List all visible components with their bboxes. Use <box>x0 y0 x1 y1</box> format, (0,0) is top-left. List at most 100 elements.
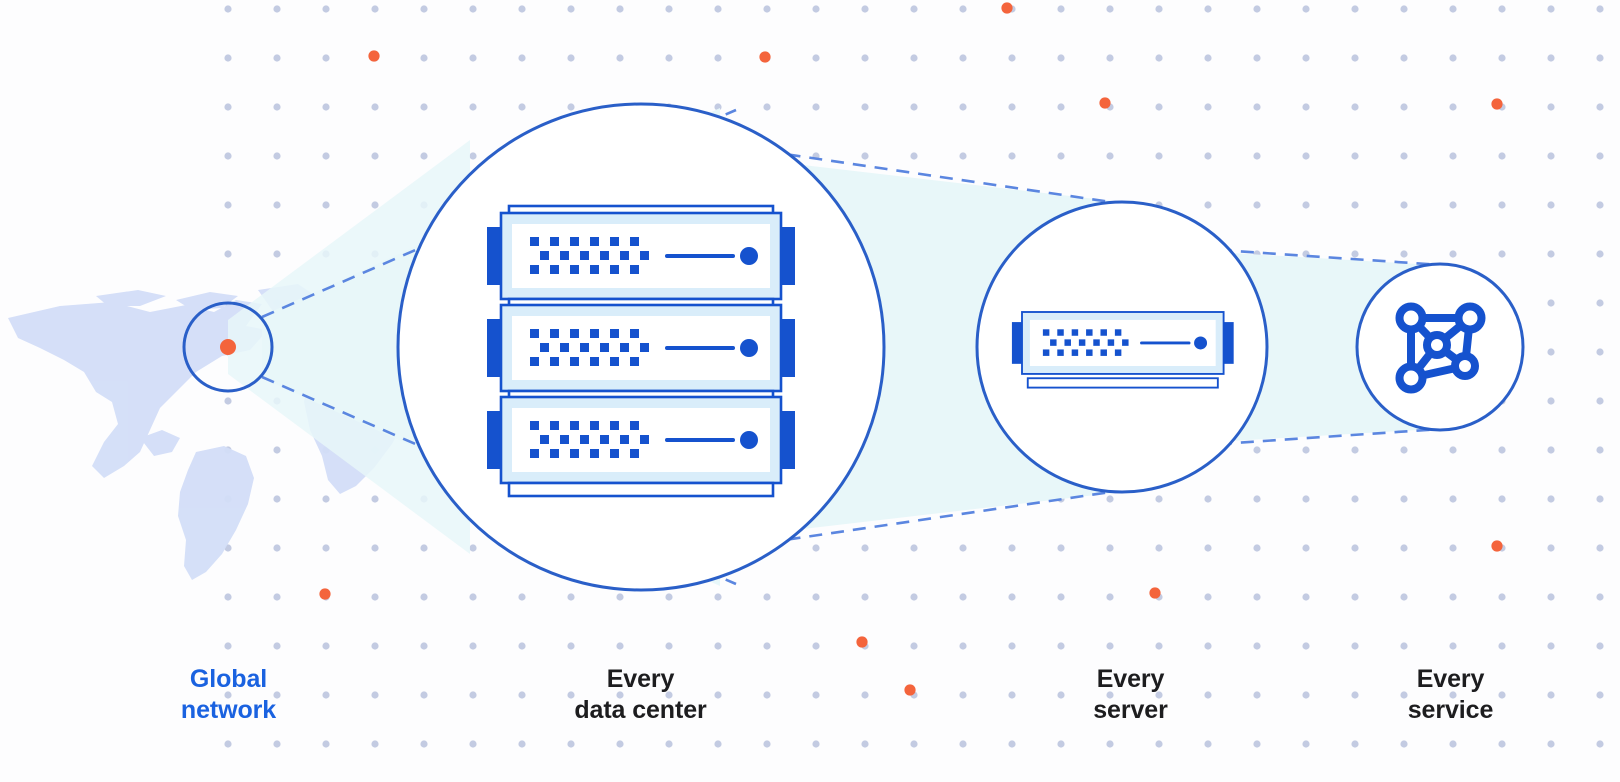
grid-dot <box>910 54 918 62</box>
grid-dot <box>1155 54 1163 62</box>
grid-dot <box>616 5 624 13</box>
grid-dot <box>714 740 722 748</box>
grid-dot <box>1449 103 1457 111</box>
grid-dot <box>616 54 624 62</box>
stage-data-center[interactable] <box>396 102 886 592</box>
grid-dot <box>1106 152 1114 160</box>
grid-dot <box>665 642 673 650</box>
grid-dot <box>1498 740 1506 748</box>
grid-dot <box>861 5 869 13</box>
grid-dot <box>518 691 526 699</box>
grid-dot <box>420 642 428 650</box>
grid-dot <box>1351 201 1359 209</box>
grid-dot <box>469 103 477 111</box>
grid-dot <box>1057 5 1065 13</box>
grid-dot <box>1351 54 1359 62</box>
grid-dot <box>518 5 526 13</box>
grid-dot <box>1008 544 1016 552</box>
grid-dot <box>1106 691 1114 699</box>
grid-dot <box>1302 544 1310 552</box>
grid-dot <box>1253 642 1261 650</box>
grid-dot <box>1204 103 1212 111</box>
grid-dot <box>469 152 477 160</box>
grid-dot <box>1547 103 1555 111</box>
grid-dot <box>1351 544 1359 552</box>
grid-dot <box>273 152 281 160</box>
grid-dot <box>1596 593 1604 601</box>
grid-dot <box>518 103 526 111</box>
grid-dot <box>959 152 967 160</box>
grid-dot <box>665 5 673 13</box>
grid-dot <box>1596 691 1604 699</box>
grid-dot <box>1400 740 1408 748</box>
grid-dot <box>420 152 428 160</box>
grid-dot <box>322 642 330 650</box>
grid-dot <box>1498 250 1506 258</box>
grid-dot <box>861 593 869 601</box>
grid-dot <box>1302 691 1310 699</box>
grid-dot <box>1106 495 1114 503</box>
grid-dot <box>1302 103 1310 111</box>
grid-dot <box>1008 593 1016 601</box>
grid-dot <box>1302 54 1310 62</box>
grid-dot <box>1596 348 1604 356</box>
grid-dot <box>1547 152 1555 160</box>
grid-dot <box>1057 642 1065 650</box>
accent-dot <box>319 588 331 600</box>
grid-dot <box>273 740 281 748</box>
stage-server[interactable] <box>975 200 1269 494</box>
grid-dot <box>371 495 379 503</box>
grid-dot <box>616 642 624 650</box>
grid-dot <box>322 495 330 503</box>
global-network-magnifier-circle <box>182 301 274 393</box>
grid-dot <box>714 691 722 699</box>
grid-dot <box>812 642 820 650</box>
grid-dot <box>469 5 477 13</box>
grid-dot <box>322 54 330 62</box>
grid-dot <box>1302 201 1310 209</box>
grid-dot <box>518 740 526 748</box>
grid-dot <box>1057 740 1065 748</box>
stage-global-network[interactable] <box>182 301 274 393</box>
grid-dot <box>322 544 330 552</box>
grid-dot <box>1449 593 1457 601</box>
grid-dot <box>273 544 281 552</box>
grid-dot <box>714 593 722 601</box>
grid-dot <box>1351 642 1359 650</box>
grid-dot <box>1449 691 1457 699</box>
grid-dot <box>1302 152 1310 160</box>
grid-dot <box>910 593 918 601</box>
grid-dot <box>959 5 967 13</box>
grid-dot <box>665 740 673 748</box>
grid-dot <box>1596 5 1604 13</box>
stage-service[interactable] <box>1355 262 1525 432</box>
grid-dot <box>1302 495 1310 503</box>
grid-dot <box>1449 495 1457 503</box>
grid-dot <box>1302 740 1310 748</box>
grid-dot <box>812 691 820 699</box>
grid-dot <box>1351 593 1359 601</box>
grid-dot <box>714 54 722 62</box>
grid-dot <box>665 54 673 62</box>
grid-dot <box>861 103 869 111</box>
grid-dot <box>1547 740 1555 748</box>
grid-dot <box>518 54 526 62</box>
grid-dot <box>322 5 330 13</box>
grid-dot <box>224 250 232 258</box>
accent-dot <box>856 636 868 648</box>
grid-dot <box>1400 54 1408 62</box>
grid-dot <box>1351 691 1359 699</box>
grid-dot <box>1449 250 1457 258</box>
cone-soften <box>228 140 470 554</box>
grid-dot <box>1547 691 1555 699</box>
grid-dot <box>763 740 771 748</box>
grid-dot <box>1547 54 1555 62</box>
grid-dot <box>1596 250 1604 258</box>
grid-dot <box>1547 348 1555 356</box>
grid-dot <box>224 642 232 650</box>
grid-dot <box>1596 103 1604 111</box>
grid-dot <box>1596 397 1604 405</box>
grid-dot <box>1253 544 1261 552</box>
grid-dot <box>1400 495 1408 503</box>
